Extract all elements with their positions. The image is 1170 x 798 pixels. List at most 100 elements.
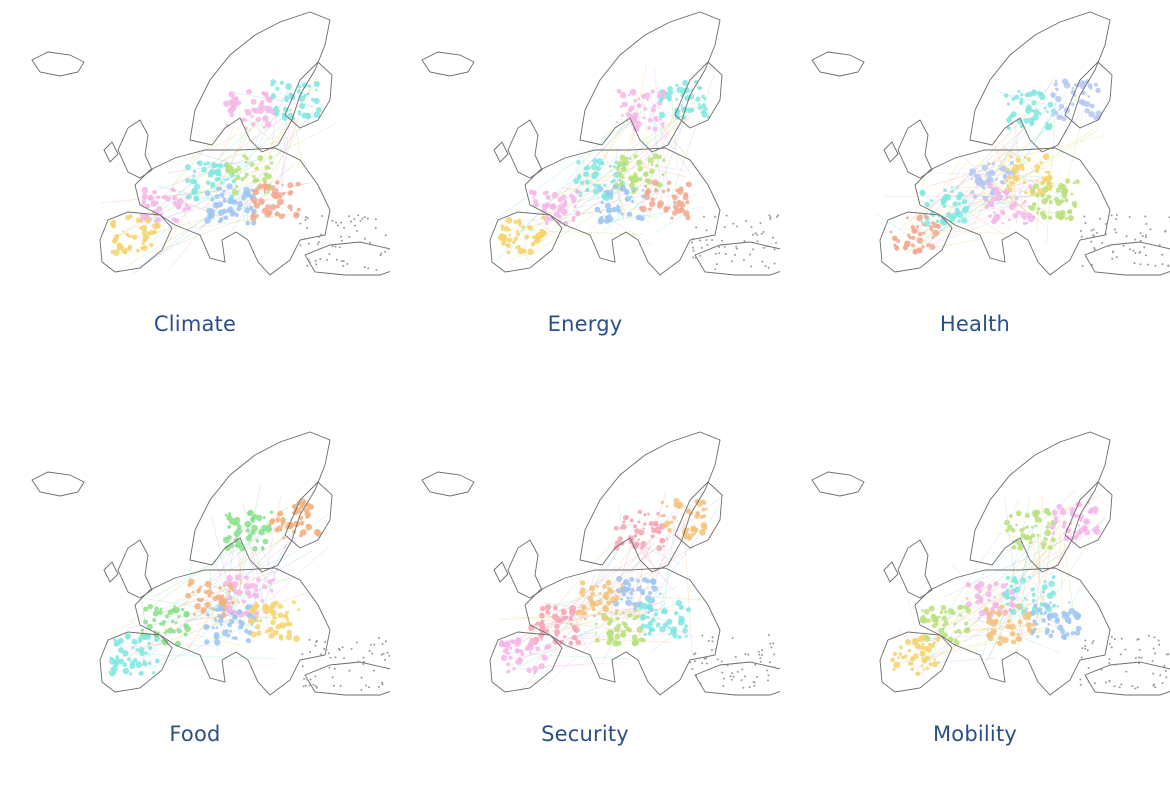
tile-energy[interactable]: Energy [390,0,780,378]
region-node [636,609,639,612]
region-node [256,515,262,521]
region-node [1051,537,1056,542]
region-node [923,646,929,652]
region-node [237,201,243,207]
region-node [666,505,669,508]
region-node [286,618,289,621]
region-node [1084,645,1086,647]
region-node [643,523,646,526]
region-node [1139,263,1141,265]
region-node [699,255,701,257]
region-node [540,638,543,641]
region-node [237,601,240,604]
region-node [717,658,719,660]
region-node [1089,86,1092,89]
region-node [127,247,132,252]
region-node [1088,681,1090,683]
region-node [1129,216,1131,218]
region-node [534,240,537,243]
region-node [753,685,755,687]
region-node [231,601,235,605]
region-node [918,636,924,642]
tile-climate[interactable]: Climate [0,0,390,378]
region-node [185,164,191,170]
region-node [722,685,724,687]
region-node [692,247,694,249]
region-node [1065,178,1070,183]
region-node [1111,258,1113,260]
region-node [183,632,187,636]
region-node [533,196,535,198]
region-node [758,654,760,656]
region-node [930,228,934,232]
region-node [1043,580,1046,583]
region-node [1048,545,1053,550]
network-link [587,108,692,189]
region-node [122,650,128,656]
region-node [542,655,548,661]
region-node [679,619,682,622]
region-node [1167,264,1169,266]
region-node [516,648,520,652]
region-node [1094,249,1096,251]
region-node [694,652,696,654]
tile-health[interactable]: Health [780,0,1170,378]
region-node [136,249,140,253]
region-node [194,603,201,610]
region-node [314,675,316,677]
region-node [203,162,207,166]
tile-food[interactable]: Food [0,420,390,798]
region-node [1049,200,1053,204]
region-node [113,671,117,675]
region-node [308,504,314,510]
region-node [529,651,532,654]
region-node [732,637,734,639]
region-node [233,200,238,205]
region-node [619,185,625,191]
region-node [561,609,564,612]
region-node [204,639,209,644]
region-node [307,92,310,95]
region-node [769,643,771,645]
tile-mobility[interactable]: Mobility [780,420,1170,798]
region-node [303,238,305,240]
region-node [631,200,634,203]
region-node [642,116,645,119]
region-node [979,181,985,187]
region-node [509,647,512,650]
tile-security[interactable]: Security [390,420,780,798]
region-node [1041,214,1047,220]
region-node [705,239,707,241]
region-node [656,623,661,628]
region-node [749,686,751,688]
region-node [129,235,132,238]
region-node [651,618,656,623]
europe-network-map-icon [0,420,390,730]
country-outline [695,662,780,695]
region-node [930,643,935,648]
region-node [256,117,261,122]
region-node [1006,576,1010,580]
region-node [504,226,510,232]
region-node [276,624,282,630]
region-node [1058,183,1064,189]
region-node [261,547,264,550]
region-node [1047,102,1053,108]
region-node [1071,631,1075,635]
region-node [1023,181,1026,184]
region-node [1037,207,1041,211]
region-node [219,174,222,177]
region-node [527,642,533,648]
region-node [1115,218,1117,220]
region-node [1106,223,1108,225]
region-node [774,248,776,250]
region-node [299,506,303,510]
region-node [1015,637,1019,641]
region-node [1071,103,1074,106]
region-node [699,239,701,241]
region-node [575,210,580,215]
region-node [258,198,265,205]
region-node [573,205,576,208]
region-node [733,676,735,678]
region-node [527,249,533,255]
